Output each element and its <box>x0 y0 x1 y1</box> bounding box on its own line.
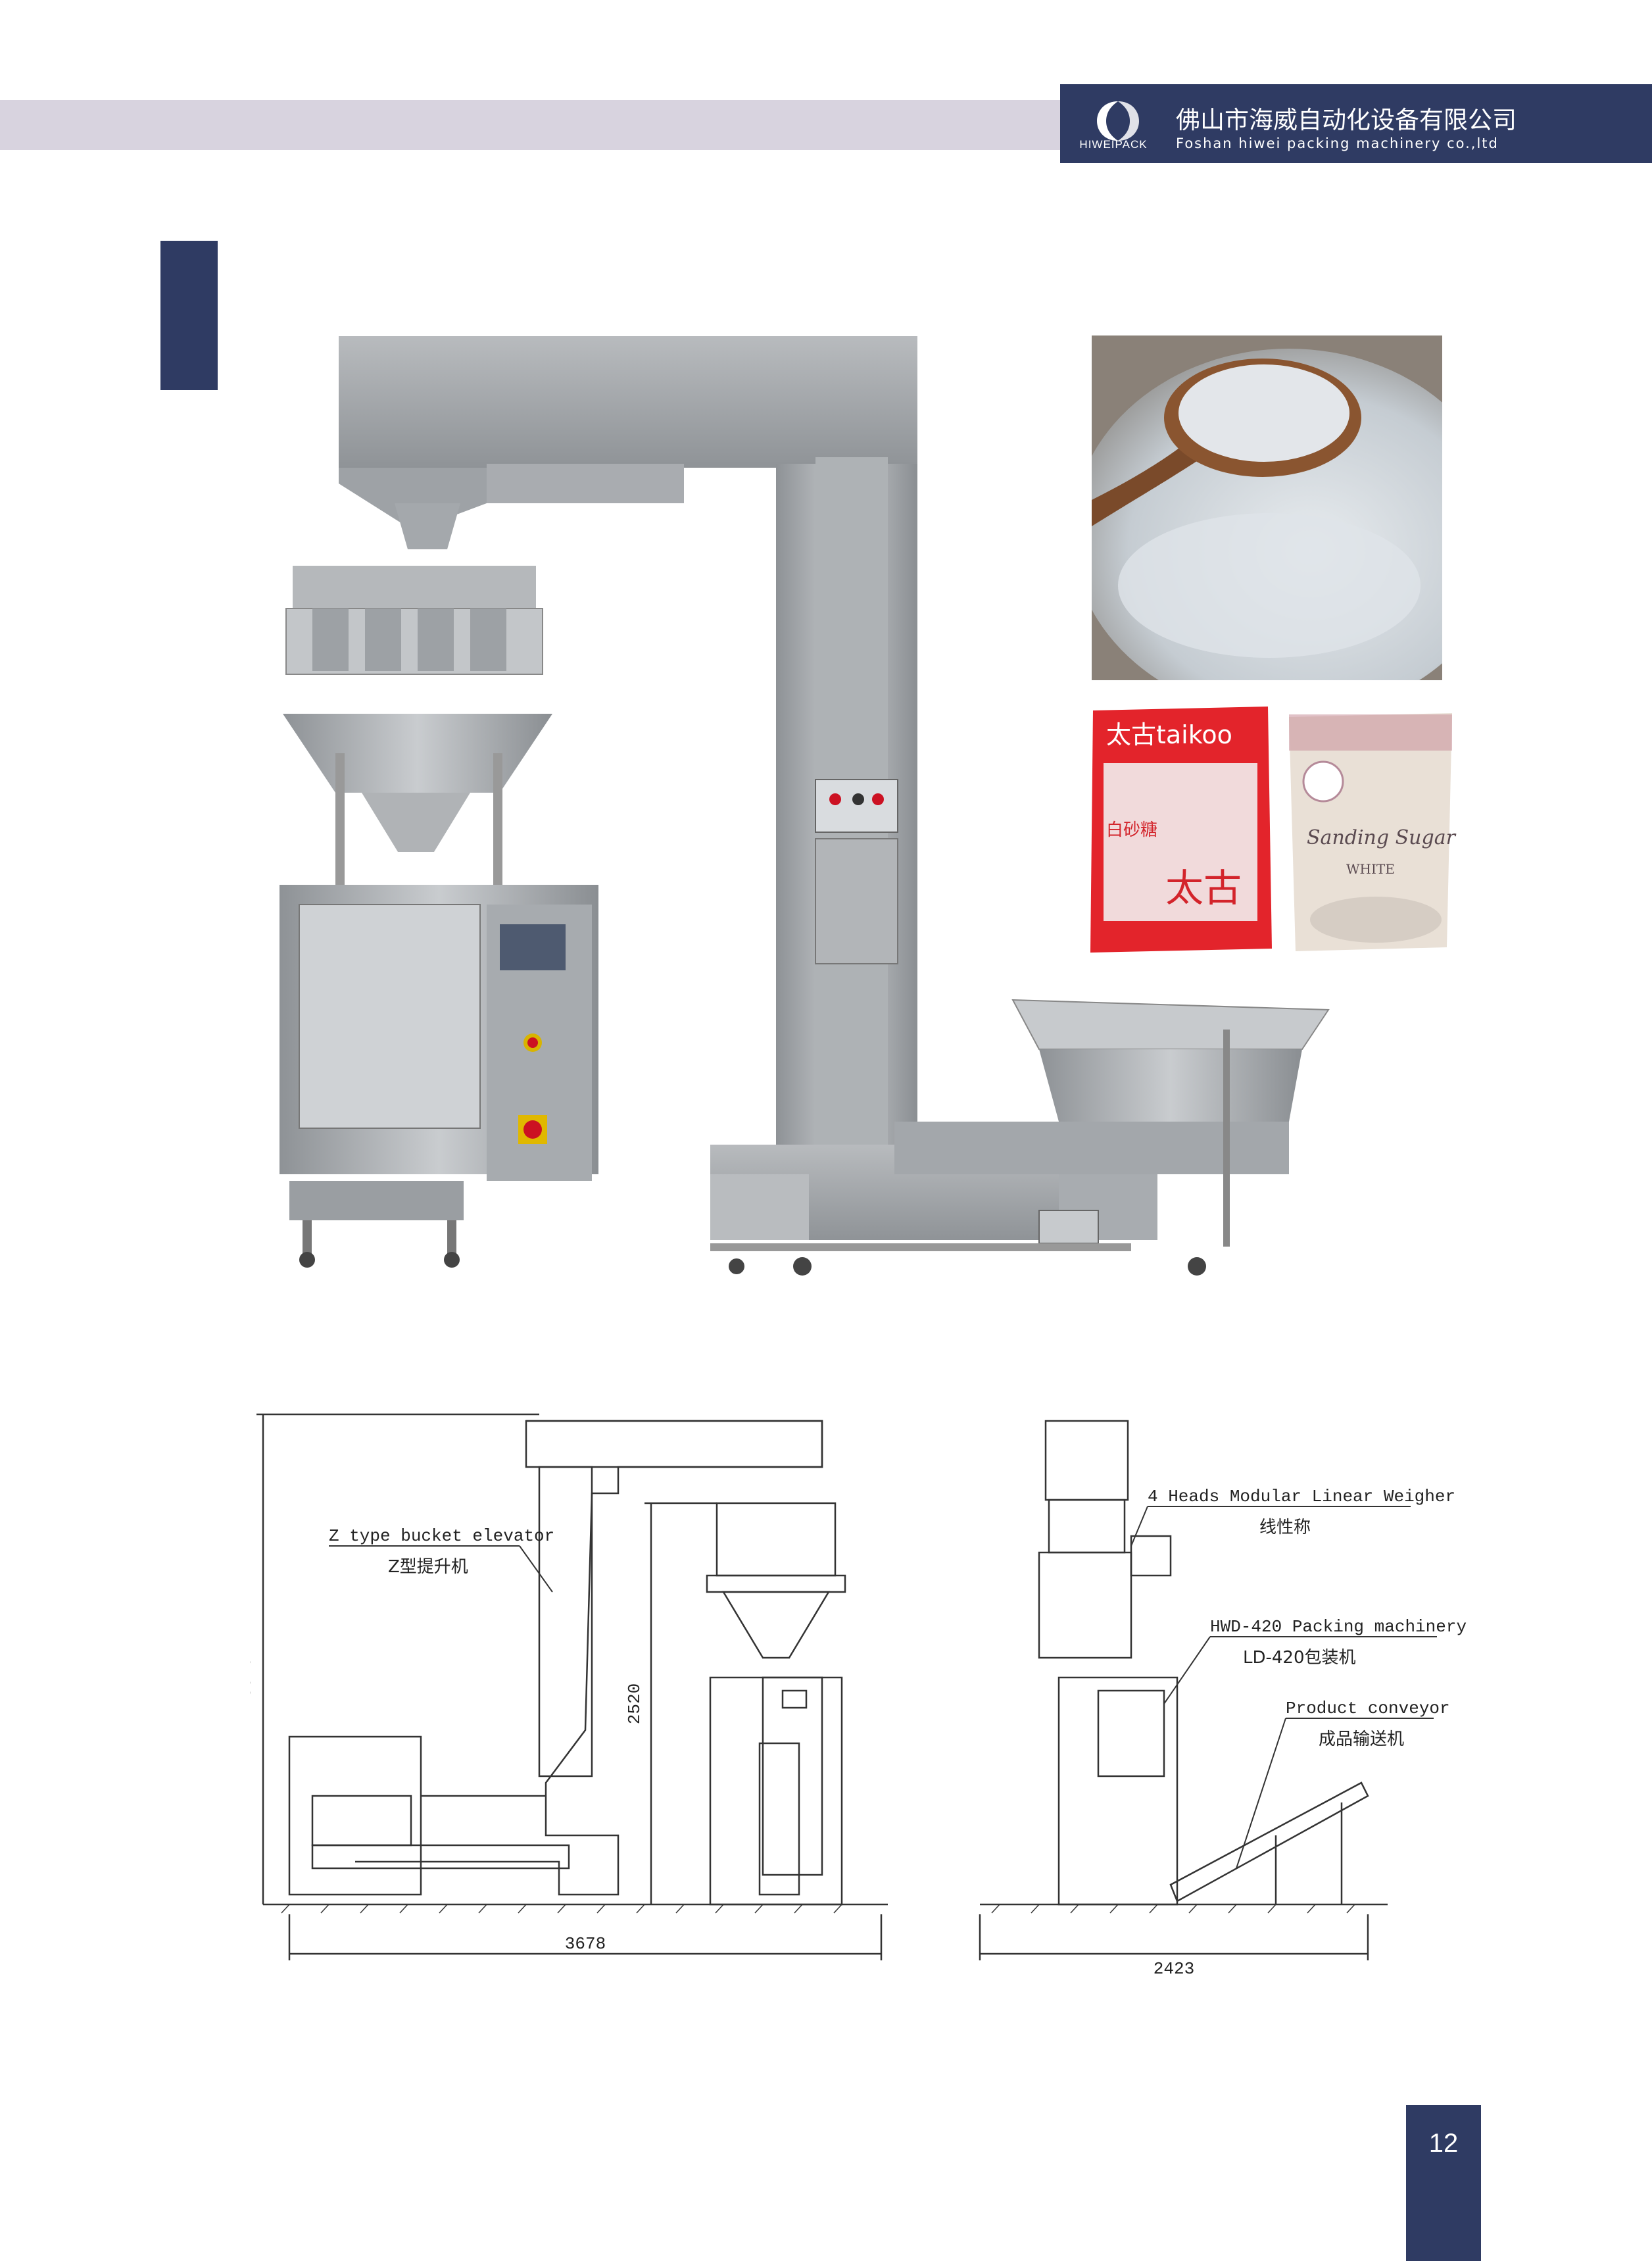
elevator-label-en: Z type bucket elevator <box>329 1526 554 1546</box>
page-number-box: 12 <box>1406 2105 1481 2261</box>
elevator-label-cn: Z型提升机 <box>388 1557 468 1577</box>
logo-text: HIWEIPACK <box>1079 138 1148 151</box>
packer-label-cn: LD-420包装机 <box>1243 1648 1356 1668</box>
pack2-product: Sanding Sugar <box>1307 826 1457 849</box>
pack1-brand: 太古taikoo <box>1106 720 1232 749</box>
page-number: 12 <box>1428 2129 1459 2158</box>
sanding-sugar-pack: Sanding Sugar WHITE <box>1289 713 1457 951</box>
company-name-cn: 佛山市海威自动化设备有限公司 <box>1176 106 1517 134</box>
pack1-product: 白砂糖 <box>1106 820 1157 840</box>
dimension-width-front: 3678 <box>565 1934 606 1954</box>
conveyor-label-en: Product conveyor <box>1286 1699 1450 1718</box>
hiweipack-logo-icon <box>1097 101 1139 141</box>
brand-box <box>1060 84 1652 163</box>
conveyor-label-cn: 成品输送机 <box>1319 1729 1404 1749</box>
pack2-variant: WHITE <box>1346 861 1395 877</box>
dimension-height-packer: 2520 <box>625 1683 644 1724</box>
machine-photo <box>279 336 1330 1276</box>
pack1-big-mark: 太古 <box>1165 866 1242 910</box>
dimension-width-side: 2423 <box>1154 1959 1194 1979</box>
section-tab <box>160 241 218 390</box>
header-band <box>0 100 1060 150</box>
technical-drawing: Z type bucket elevator Z型提升机 4 Heads Mod… <box>250 1413 1467 1979</box>
packer-label-en: HWD-420 Packing machinery <box>1210 1617 1467 1637</box>
company-name-en: Foshan hiwei packing machinery co.,ltd <box>1176 136 1499 151</box>
weigher-label-cn: 线性称 <box>1259 1518 1311 1537</box>
sugar-spoon-photo <box>1092 335 1442 680</box>
taikoo-sugar-pack: 太古taikoo 白砂糖 太古 <box>1090 707 1272 953</box>
dimension-height-total: 3070 <box>250 1657 255 1698</box>
weigher-label-en: 4 Heads Modular Linear Weigher <box>1148 1487 1455 1506</box>
